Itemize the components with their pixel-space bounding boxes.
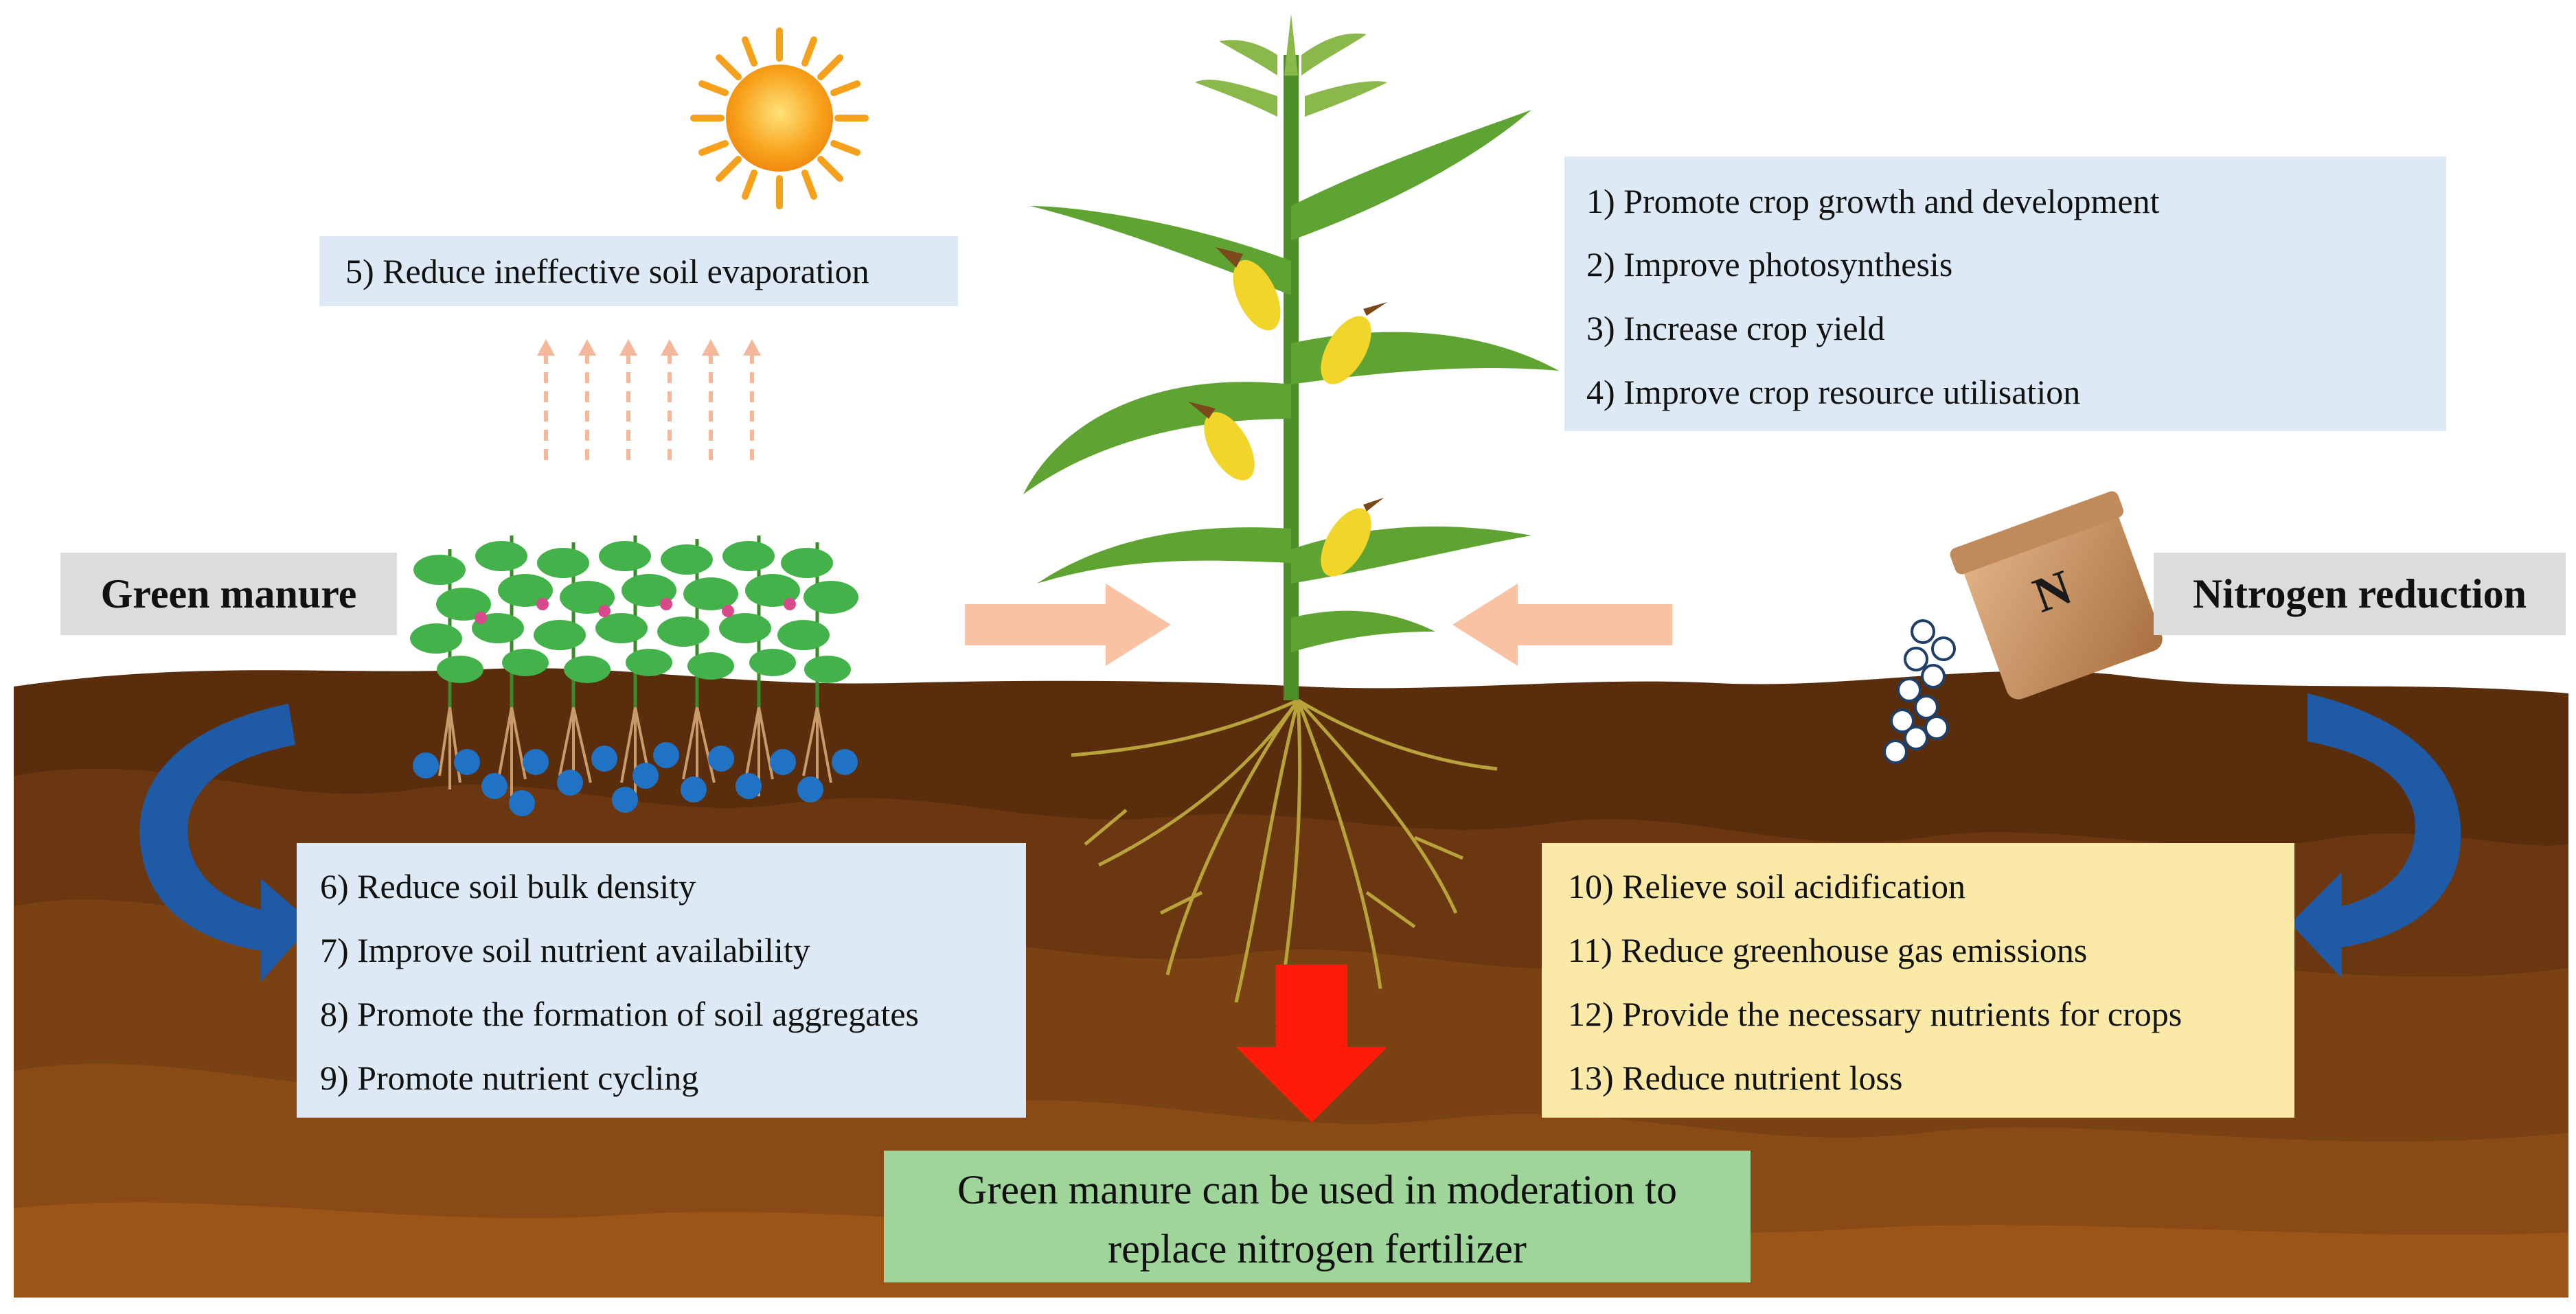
soil-effect-6: 6) Reduce soil bulk density [320,867,696,906]
peach-arrows [965,584,1672,666]
nitrogen-effect-12: 12) Provide the necessary nutrients for … [1568,995,2182,1033]
red-arrow-down [1236,965,1387,1122]
sun-icon [690,27,869,209]
blue-curved-arrow-right [2290,693,2461,978]
soil-effect-9: 9) Promote nutrient cycling [320,1059,699,1097]
soil-effects-box: 6) Reduce soil bulk density 7) Improve s… [297,843,1026,1118]
conclusion-line-1: Green manure can be used in moderation t… [957,1167,1677,1212]
fertilizer-bag-icon [1883,491,2163,764]
nitrogen-reduction-label: Nitrogen reduction [2154,553,2566,635]
nitrogen-effect-10: 10) Relieve soil acidification [1568,867,1965,906]
green-manure-plants [410,535,858,816]
evaporation-arrows [537,339,761,460]
nitrogen-effect-11: 11) Reduce greenhouse gas emissions [1568,931,2088,969]
crop-effect-2: 2) Improve photosynthesis [1586,245,1953,284]
soil-effect-8: 8) Promote the formation of soil aggrega… [320,995,919,1033]
conclusion-box: Green manure can be used in moderation t… [884,1151,1751,1282]
crop-effect-4: 4) Improve crop resource utilisation [1586,373,2081,411]
maize-plant [1023,14,1559,1024]
blue-curved-arrow-left [139,704,312,982]
nitrogen-effect-13: 13) Reduce nutrient loss [1568,1059,1903,1097]
evaporation-text: 5) Reduce ineffective soil evaporation [345,252,869,290]
green-manure-label: Green manure [60,553,397,635]
crop-effect-3: 3) Increase crop yield [1586,309,1885,347]
evaporation-box: 5) Reduce ineffective soil evaporation [319,236,958,306]
crop-effect-1: 1) Promote crop growth and development [1586,182,2160,220]
nitrogen-effects-box: 10) Relieve soil acidification 11) Reduc… [1542,843,2294,1118]
crop-effects-box: 1) Promote crop growth and development 2… [1564,157,2446,431]
corn-ear-icon [1188,247,1387,577]
soil-effect-7: 7) Improve soil nutrient availability [320,931,810,969]
conclusion-line-2: replace nitrogen fertilizer [1108,1226,1527,1271]
